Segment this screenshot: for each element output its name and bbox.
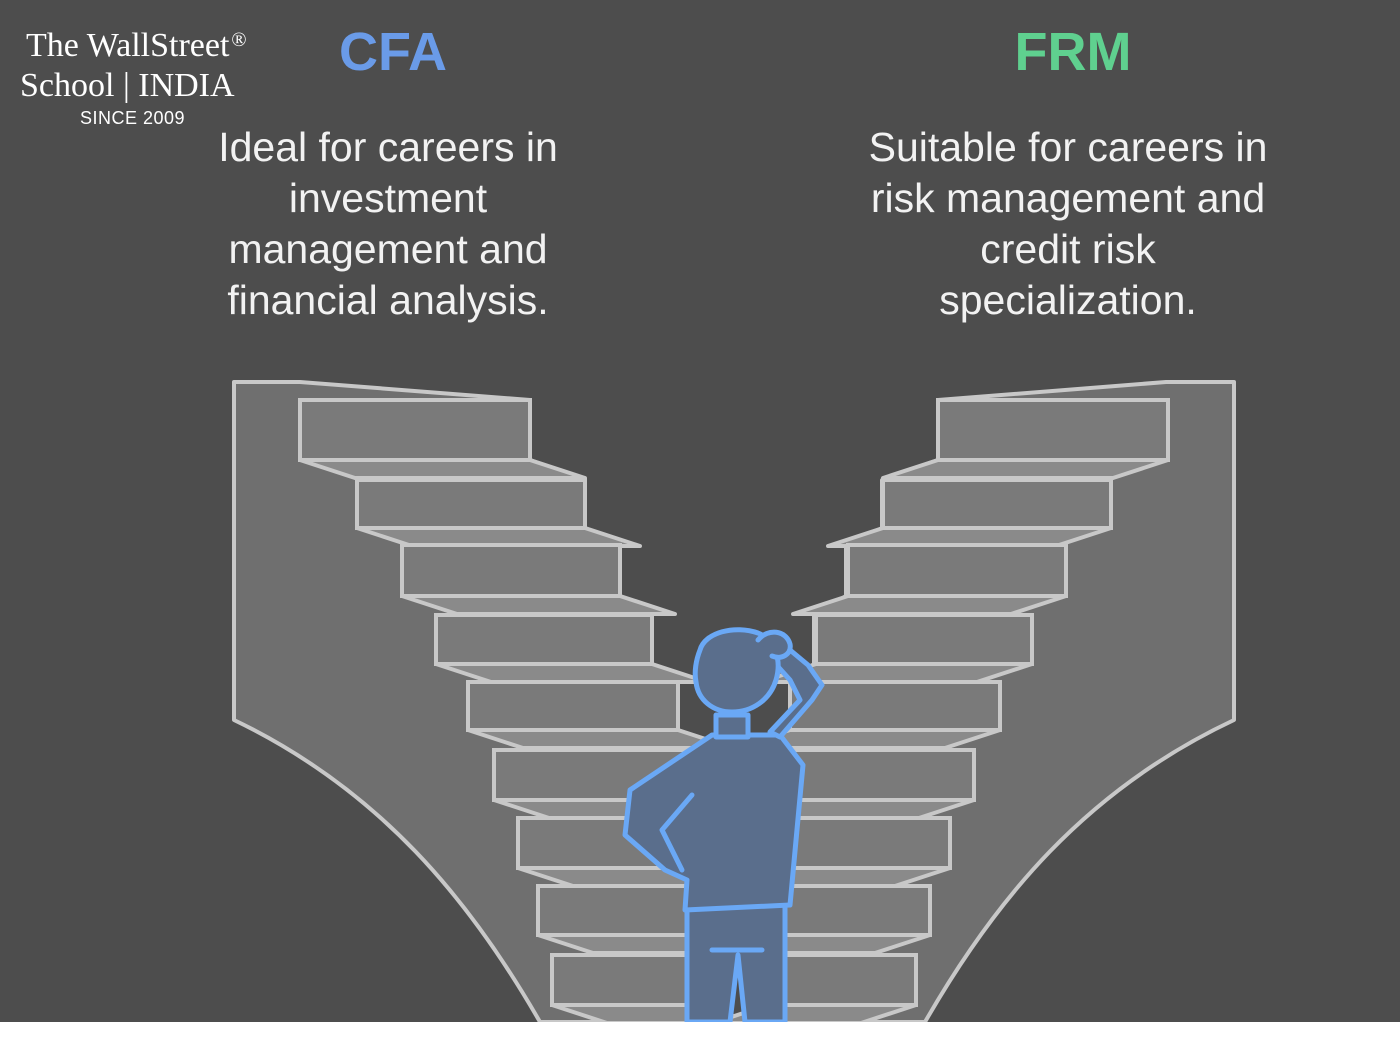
right-step-riser <box>846 543 1068 598</box>
left-step-riser <box>355 478 587 530</box>
logo-since-text: SINCE 2009 <box>80 108 186 128</box>
left-step-riser <box>298 398 532 462</box>
right-step-riser <box>766 953 918 1007</box>
frm-description: Suitable for careers in risk management … <box>868 124 1268 323</box>
logo-line-1: The WallStreet® <box>20 26 270 66</box>
right-step-riser <box>881 478 1113 530</box>
registered-mark: ® <box>231 29 247 51</box>
person-hand <box>755 629 793 660</box>
cfa-description: Ideal for careers in investment manageme… <box>218 124 558 323</box>
left-step-tread <box>400 594 677 616</box>
left-step-tread <box>355 526 642 548</box>
logo-line-2: School | INDIA <box>20 67 235 104</box>
left-step-riser <box>550 953 702 1007</box>
left-step-riser <box>400 543 622 598</box>
thinking-person-icon <box>622 627 825 1022</box>
left-step-tread <box>434 662 709 684</box>
right-step-tread <box>881 458 1170 480</box>
person-arm-hip <box>659 792 695 873</box>
infographic-canvas: The WallStreet® School | INDIA SINCE 200… <box>0 0 1400 1022</box>
person-legs <box>684 902 788 1022</box>
person-torso <box>622 732 806 913</box>
logo-name-text: The WallStreet <box>26 27 230 64</box>
left-step-riser <box>466 680 680 732</box>
right-step-riser <box>788 680 1002 732</box>
right-step-riser <box>936 398 1170 462</box>
person-neck <box>713 712 751 740</box>
left-step-tread <box>298 458 587 480</box>
left-step-group <box>298 398 757 1022</box>
right-step-riser <box>814 613 1034 666</box>
right-step-tread <box>791 594 1068 616</box>
left-step-riser <box>536 884 702 937</box>
right-step-tread <box>826 526 1113 548</box>
person-head <box>692 627 781 715</box>
frm-heading: FRM <box>1014 22 1132 82</box>
cfa-heading: CFA <box>339 22 447 82</box>
left-step-riser <box>434 613 654 666</box>
staircase-illustration <box>232 380 1236 1022</box>
company-logo: The WallStreet® School | INDIA SINCE 200… <box>20 26 270 129</box>
